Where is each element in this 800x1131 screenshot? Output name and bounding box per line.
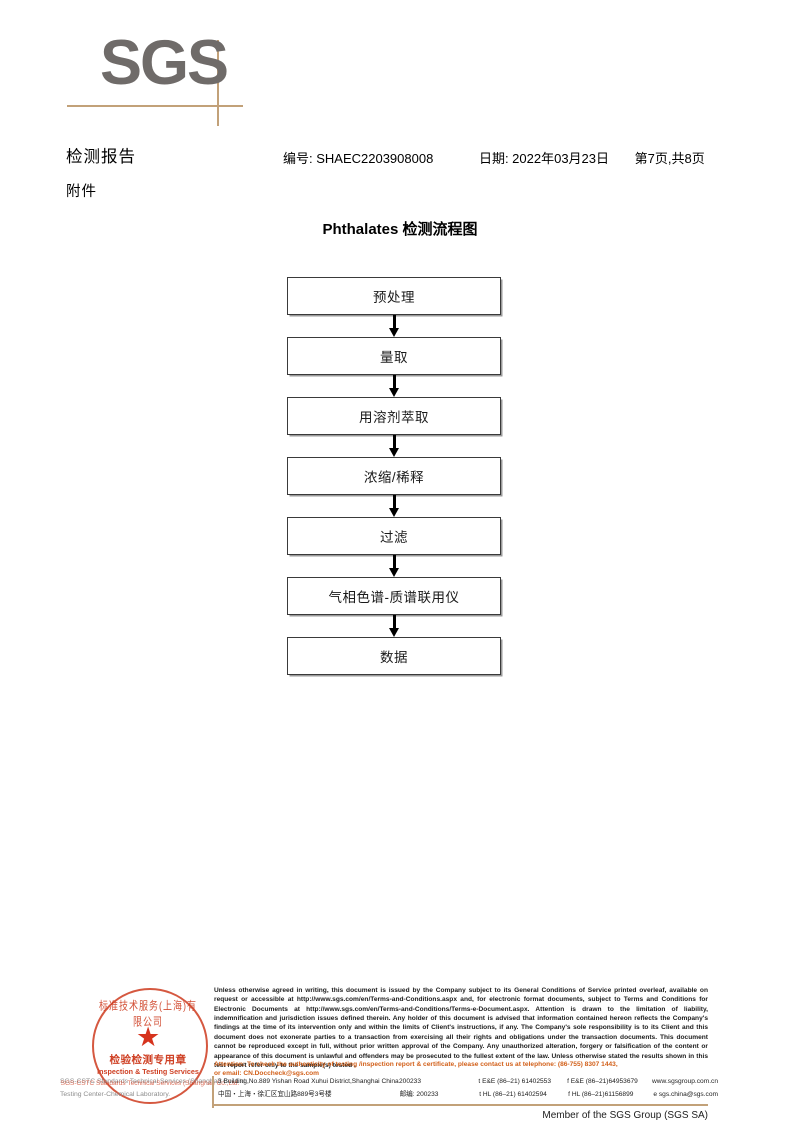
flow-arrow-icon	[287, 555, 501, 577]
flow-step: 气相色谱-质谱联用仪	[287, 577, 501, 615]
flowchart: 预处理 量取 用溶剂萃取 浓缩/稀释 过滤 气相色谱-质谱联用仪 数据	[287, 277, 503, 675]
flow-step-label: 气相色谱-质谱联用仪	[328, 590, 460, 605]
flow-step: 浓缩/稀释	[287, 457, 501, 495]
postal-code-cn: 邮编: 200233	[399, 1090, 439, 1098]
logo-wordmark: SGS	[100, 28, 229, 98]
company-seal-stamp: 标准技术服务(上海)有限公司 ★ 检验检测专用章 Inspection & Te…	[60, 988, 247, 1106]
website-link[interactable]: www.sgsgroup.com.cn	[652, 1078, 718, 1085]
telephone-2: t HL (86–21) 61402594	[479, 1090, 547, 1098]
flow-step: 用溶剂萃取	[287, 397, 501, 435]
logo-vertical-rule	[217, 40, 219, 126]
lab-entity-line2: Testing Center-Chemical Laboratory.	[60, 1090, 171, 1098]
star-icon: ★	[136, 1022, 161, 1052]
fax-1: f E&E (86–21)64953679	[567, 1078, 638, 1085]
flow-arrow-icon	[287, 435, 501, 457]
seal-arc-top-text: 标准技术服务(上海)有限公司	[99, 999, 197, 1028]
page-title: 检测报告	[66, 148, 136, 166]
flow-step-label: 浓缩/稀释	[363, 470, 425, 485]
footer-horizontal-rule	[212, 1104, 708, 1106]
flow-arrow-icon	[287, 615, 501, 637]
seal-arc-bottom-text: SGS-CSTC Standards Technical Services (S…	[60, 1080, 240, 1087]
header-meta: 编号: SHAEC2203908008 日期: 2022年03月23日 第7页,…	[283, 148, 705, 167]
sgs-group-membership: Member of the SGS Group (SGS SA)	[542, 1110, 708, 1121]
page-number: 第7页,共8页	[634, 151, 705, 166]
attention-line-2: or email: CN.Doccheck@sgs.com	[214, 1070, 320, 1078]
flow-arrow-icon	[287, 315, 501, 337]
flow-step: 量取	[287, 337, 501, 375]
flow-arrow-icon	[287, 495, 501, 517]
attention-notice: Attention: To check the authenticity of …	[214, 1060, 708, 1079]
lab-entity-line1: SGS-CSTC Standards Technical Services (S…	[60, 1078, 247, 1085]
flowchart-title: Phthalates 检测流程图	[322, 221, 478, 238]
flow-step-label: 过滤	[380, 530, 408, 545]
flow-step-label: 用溶剂萃取	[359, 410, 429, 425]
report-date: 日期: 2022年03月23日	[478, 151, 610, 166]
fax-2: f HL (86–21)61156899	[568, 1090, 634, 1098]
address-en: 3 Building,No.889 Yishan Road Xuhui Dist…	[218, 1078, 399, 1085]
flow-step: 数据	[287, 637, 501, 675]
report-number: 编号: SHAEC2203908008	[283, 151, 434, 166]
email-link[interactable]: e sgs.china@sgs.com	[653, 1090, 718, 1098]
flow-step-label: 量取	[380, 350, 408, 365]
lab-entity-text: SGS-CSTC Standards Technical Services (S…	[60, 1076, 250, 1102]
logo-horizontal-rule	[67, 105, 243, 107]
page-subtitle: 附件	[66, 184, 97, 200]
address-cn: 中国・上海・徐汇区宜山路889号3号楼	[218, 1090, 332, 1098]
flow-step-label: 预处理	[373, 290, 415, 305]
legal-disclaimer: Unless otherwise agreed in writing, this…	[214, 987, 708, 1069]
sgs-logo: SGS	[67, 32, 247, 126]
seal-circle	[92, 988, 208, 1104]
flow-step: 预处理	[287, 277, 501, 315]
seal-cn-label: 检验检测专用章	[109, 1054, 187, 1066]
address-row-en: 3 Building,No.889 Yishan Road Xuhui Dist…	[218, 1076, 718, 1089]
flow-step-label: 数据	[380, 650, 408, 665]
footer-vertical-divider	[212, 1076, 214, 1108]
flow-arrow-icon	[287, 375, 501, 397]
attention-line-1: Attention: To check the authenticity of …	[214, 1061, 618, 1068]
footer-address-block: 3 Building,No.889 Yishan Road Xuhui Dist…	[218, 1076, 718, 1101]
seal-en-label: Inspection & Testing Services	[97, 1067, 199, 1076]
postal-code-en: 200233	[399, 1078, 422, 1085]
flow-step: 过滤	[287, 517, 501, 555]
telephone-1: t E&E (86–21) 61402553	[478, 1078, 552, 1085]
address-row-cn: 中国・上海・徐汇区宜山路889号3号楼 邮编: 200233 t HL (86–…	[218, 1089, 718, 1102]
